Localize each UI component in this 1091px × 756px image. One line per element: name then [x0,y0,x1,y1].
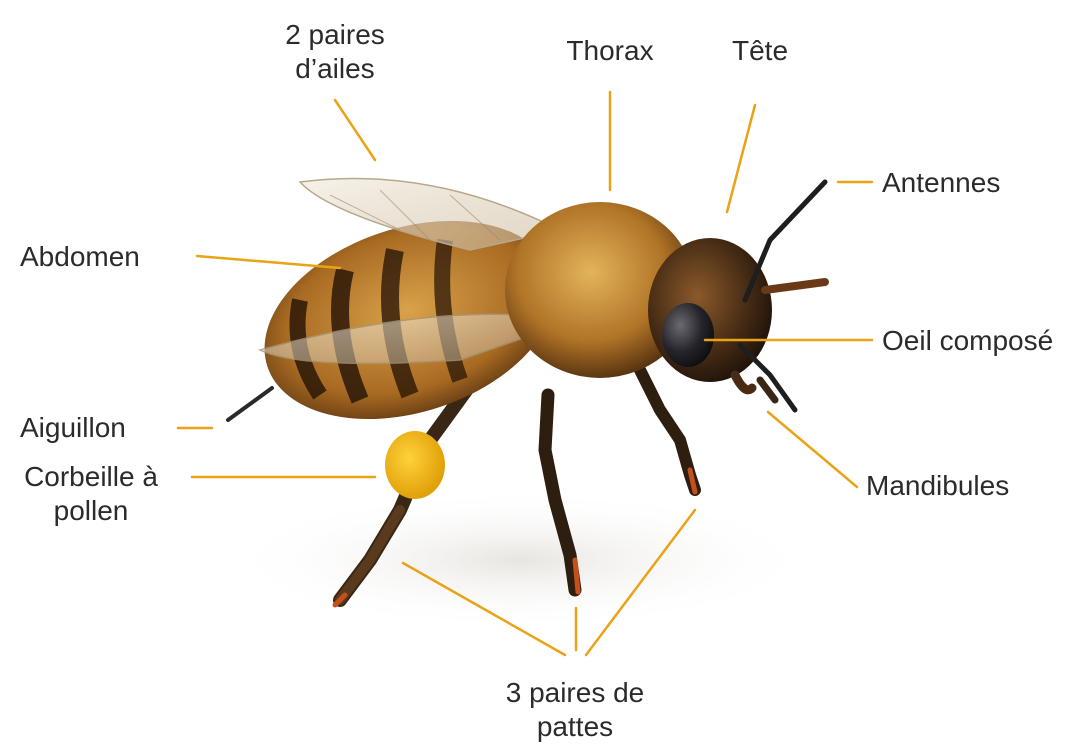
label-wings-line2: d’ailes [260,52,410,86]
label-wings-line1: 2 paires [260,18,410,52]
label-mandibles: Mandibules [866,469,1009,503]
bee-head-shape [648,238,772,390]
bee-shadow [220,490,820,630]
leader-head [727,105,755,212]
compound-eye-shape [662,303,714,367]
leader-mandibles [768,412,857,487]
label-legs-line1: 3 paires de [480,676,670,710]
label-thorax: Thorax [540,34,680,68]
label-abdomen: Abdomen [20,240,140,274]
label-head: Tête [715,34,805,68]
label-compound-eye: Oeil composé [882,324,1053,358]
label-pollen-basket-line2: pollen [0,494,182,528]
pollen-basket-shape [385,431,445,499]
leader-abdomen [197,256,340,268]
label-legs: 3 paires de pattes [480,676,670,744]
label-pollen-basket-line1: Corbeille à [0,460,182,494]
leader-wings [335,100,375,160]
label-wings: 2 paires d’ailes [260,18,410,86]
label-stinger: Aiguillon [20,411,126,445]
label-antennae: Antennes [882,166,1000,200]
label-legs-line2: pattes [480,710,670,744]
label-pollen-basket: Corbeille à pollen [0,460,182,528]
